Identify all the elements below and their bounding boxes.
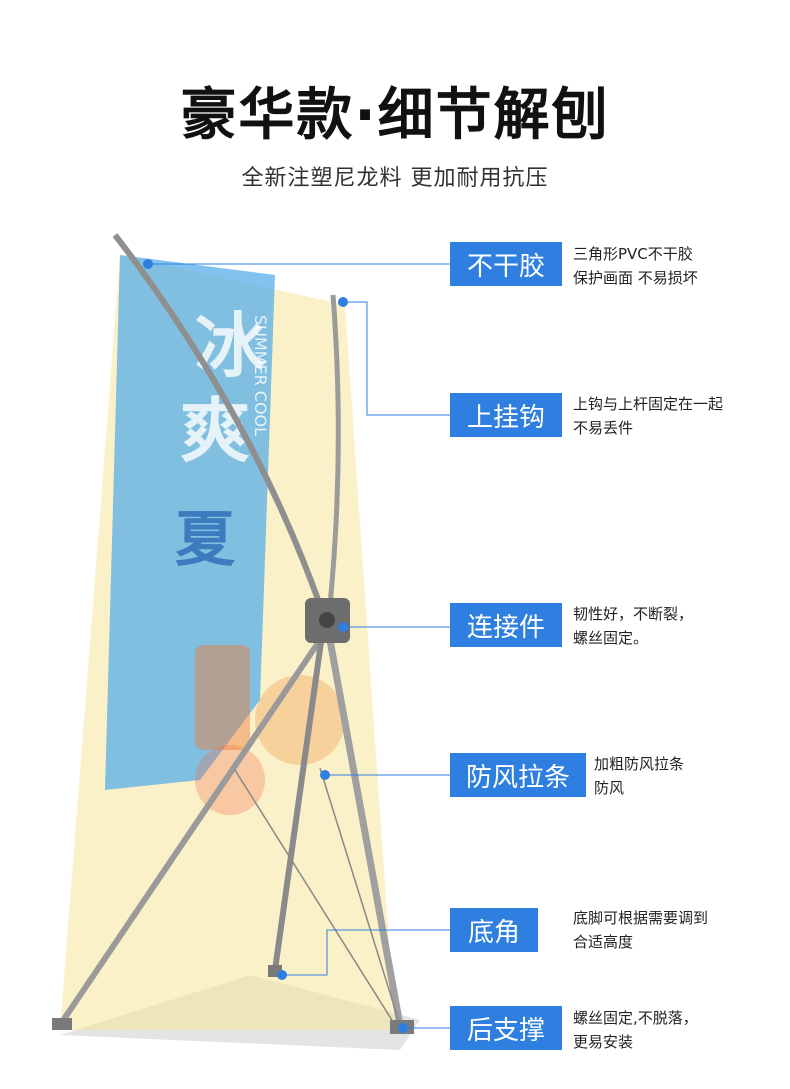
marker-dot-4: [320, 770, 330, 780]
wind-strap-left: [234, 769, 396, 1026]
poster-headline-2: 爽: [180, 390, 250, 472]
bottom-left-pole: [57, 638, 323, 1027]
callout-label-sticker: 不干胶: [450, 242, 562, 286]
poster-headline-3: 夏: [175, 505, 236, 575]
callout-label-top-hook: 上挂钩: [450, 393, 562, 437]
page-title: 豪华款·细节解刨: [180, 83, 610, 148]
back-support-pole: [272, 634, 325, 971]
callout-label-rear-support: 后支撑: [450, 1006, 562, 1050]
leader-line-5: [282, 929, 450, 976]
callout-desc-sticker: 三角形PVC不干胶 保护画面 不易损坏: [573, 245, 698, 287]
page-subtitle: 全新注塑尼龙料 更加耐用抗压: [241, 166, 549, 191]
poster-cup: [195, 645, 250, 750]
callout-desc-wind-strap: 加粗防风拉条 防风: [594, 755, 685, 797]
marker-dot-6: [398, 1023, 408, 1033]
marker-dot-5: [277, 970, 287, 980]
callout-desc-base-foot: 底脚可根据需要调到 合适高度: [573, 909, 709, 951]
callout-desc-rear-support: 螺丝固定,不脱落， 更易安装: [573, 1009, 698, 1051]
callout-label-wind-strap: 防风拉条: [450, 753, 586, 797]
left-foot: [52, 1018, 72, 1030]
callout-desc-top-hook: 上钩与上杆固定在一起 不易丢件: [573, 395, 724, 437]
callout-label-base-foot: 底角: [450, 908, 538, 952]
connector-screw: [319, 612, 335, 628]
marker-dot-2: [338, 297, 348, 307]
poster-side-text: SUMMER COOL: [251, 315, 270, 436]
top-right-pole: [327, 294, 341, 606]
poster-fruit: [255, 675, 345, 765]
wind-strap-right: [319, 767, 401, 1026]
bottom-right-pole: [326, 639, 404, 1026]
x-banner-stand-illustration: 冰 爽 夏 SUMMER COOL: [52, 233, 450, 1050]
marker-dot-1: [143, 259, 153, 269]
marker-dot-3: [338, 622, 348, 632]
top-left-pole: [112, 233, 323, 607]
callout-label-connector: 连接件: [450, 603, 562, 647]
callout-desc-connector: 韧性好，不断裂， 螺丝固定。: [573, 605, 694, 647]
leader-line-2: [343, 301, 450, 416]
product-scene: 冰 爽 夏 SUMMER COOL: [0, 220, 790, 1085]
poster-blue-area: [105, 255, 275, 790]
